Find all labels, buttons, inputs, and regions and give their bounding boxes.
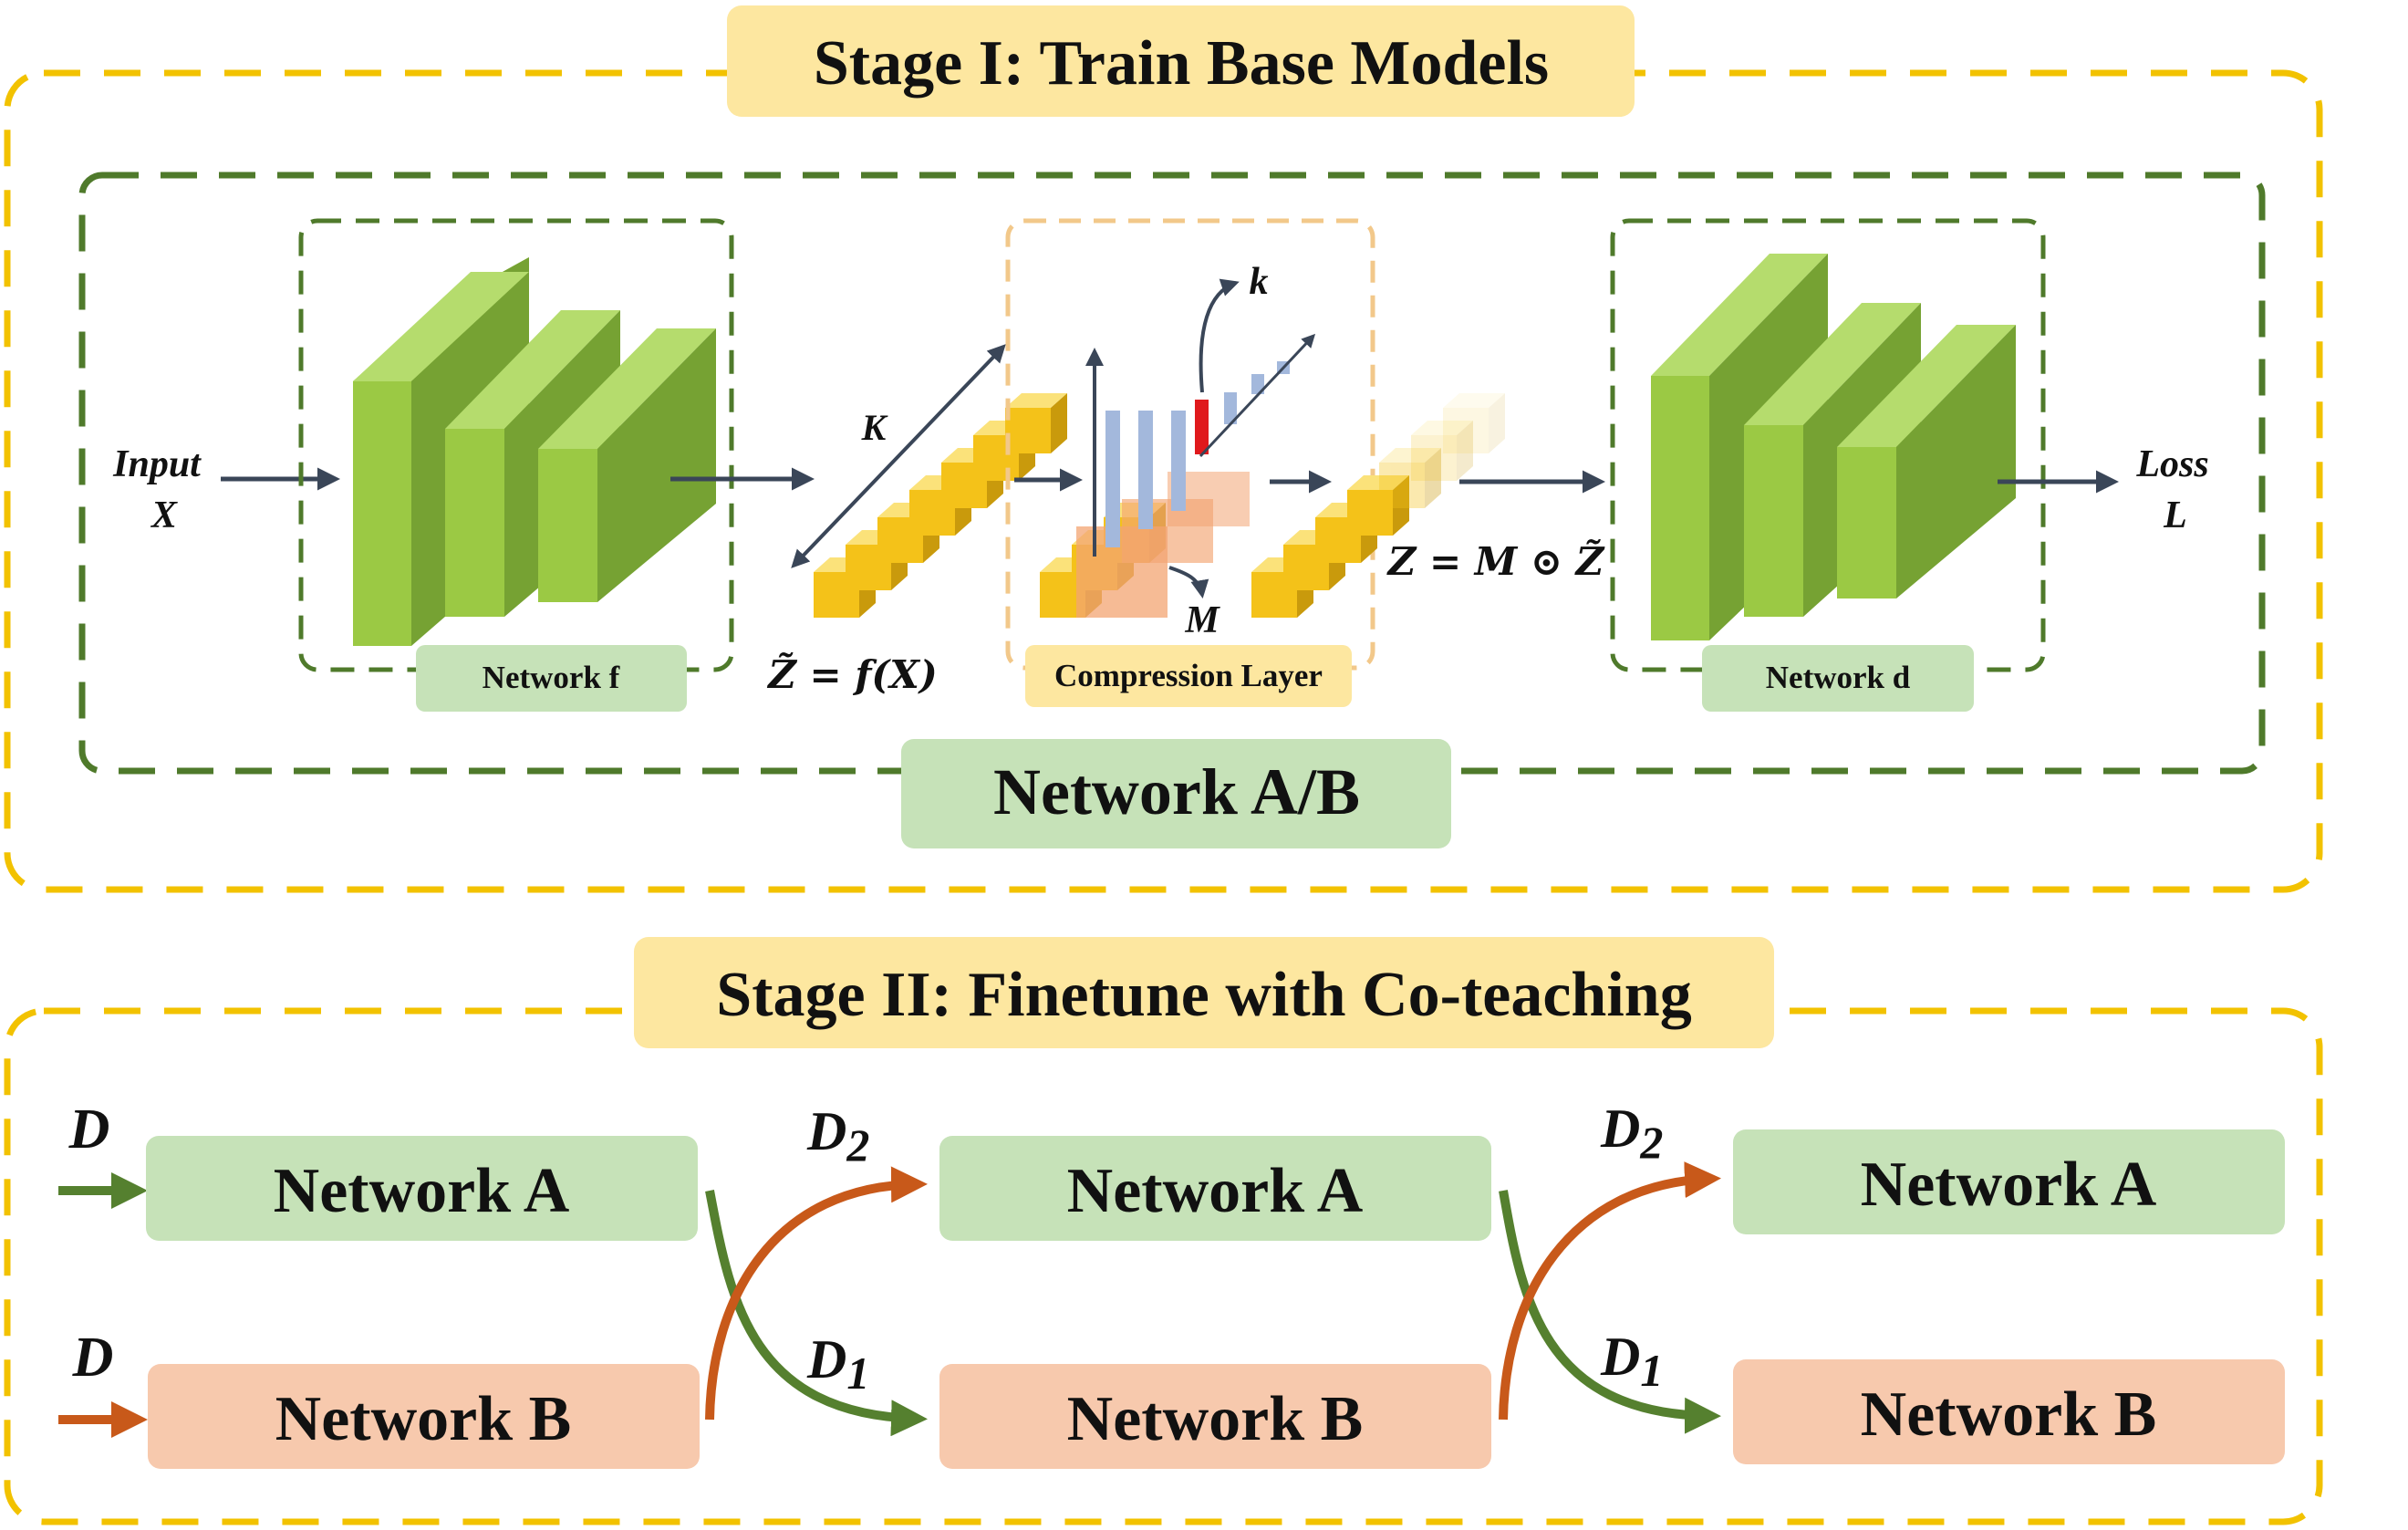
encoder-border	[298, 218, 734, 672]
cross-1-orange-arrow	[705, 1166, 928, 1421]
input-d-a-label: D	[68, 1098, 110, 1161]
decoder-label: Network d	[1766, 660, 1911, 695]
encoder-network-f: Network f	[298, 218, 734, 712]
decoder-label-box	[1702, 645, 1974, 712]
masked-cubes-icon	[1251, 393, 1505, 618]
loss-label: Loss	[2135, 443, 2208, 485]
input-d-b-label: D	[72, 1327, 114, 1389]
network-a-label: Network A	[274, 1156, 570, 1226]
stage2-panel: Stage II: Finetune with Co-teaching	[4, 937, 2323, 1525]
network-b-box	[148, 1364, 700, 1469]
encoder-label: Network f	[483, 660, 620, 695]
compression-layer: k M Compression Layer	[1005, 218, 1375, 707]
input-label: Input	[112, 443, 202, 485]
latent-equation: Z̃ = f(X)	[766, 651, 938, 697]
compression-label: Compression Layer	[1054, 658, 1323, 693]
cross-2-green-arrow	[1499, 1190, 1721, 1434]
network-a-label: Network A	[1861, 1150, 2157, 1220]
decoder-network-d: Network d	[1610, 218, 2046, 712]
network-b-label: Network B	[275, 1384, 572, 1454]
input-var: X	[150, 494, 178, 536]
network-a-box	[939, 1136, 1491, 1241]
network-a-box	[146, 1136, 698, 1241]
stage1-title-box	[727, 5, 1635, 117]
stage2-title-box	[634, 937, 1774, 1048]
mask-arrow	[1168, 566, 1209, 598]
stage2-column-3: Network A Network B	[1733, 1129, 2285, 1464]
stage1-title: Stage I: Train Base Models	[814, 28, 1549, 99]
encoder-label-box	[416, 645, 687, 712]
cross-1-d2-label: D2	[806, 1101, 869, 1171]
cross-2-orange-arrow	[1499, 1161, 1721, 1421]
stage2-title: Stage II: Finetune with Co-teaching	[716, 960, 1691, 1030]
cross-1-d1-label: D1	[806, 1329, 869, 1399]
dim-k-arrow	[791, 344, 1006, 568]
cross-2-d1-label: D1	[1600, 1327, 1663, 1396]
loss-var: L	[2163, 494, 2187, 536]
stage1-panel: Stage I: Train Base Models	[4, 5, 2323, 893]
decoder-blocks-icon	[1651, 254, 2016, 640]
stage2-column-1: Network A Network B	[146, 1136, 700, 1469]
network-b-box	[1733, 1359, 2285, 1464]
topk-arrow	[1199, 278, 1240, 393]
dim-k-label: K	[861, 407, 888, 448]
network-b-label: Network B	[1861, 1379, 2157, 1450]
encoder-blocks-icon	[353, 257, 716, 646]
compression-border	[1005, 218, 1375, 671]
network-a-label: Network A	[1067, 1156, 1364, 1226]
cross-2-d2-label: D2	[1600, 1098, 1663, 1168]
network-ab-group: Network A/B	[78, 172, 2266, 848]
decoder-border	[1610, 218, 2046, 672]
network-ab-label: Network A/B	[993, 755, 1360, 828]
mask-label: M	[1184, 599, 1220, 641]
compression-label-box	[1025, 645, 1352, 707]
topk-bars-icon	[1085, 333, 1316, 557]
topk-label: k	[1250, 261, 1269, 303]
co-teaching-cross-2: D2 D1	[1499, 1098, 1721, 1434]
network-b-box	[939, 1364, 1491, 1469]
stage2-column-2: Network A Network B	[939, 1136, 1491, 1469]
topk-selected-bar	[1195, 400, 1209, 454]
network-ab-label-box	[901, 739, 1451, 848]
cross-1-green-arrow	[705, 1190, 928, 1437]
co-teaching-cross-1: D2 D1	[705, 1101, 928, 1437]
network-a-box	[1733, 1129, 2285, 1234]
network-b-label: Network B	[1067, 1384, 1364, 1454]
masked-equation: Z = M ⊙ Z̃	[1386, 538, 1605, 584]
